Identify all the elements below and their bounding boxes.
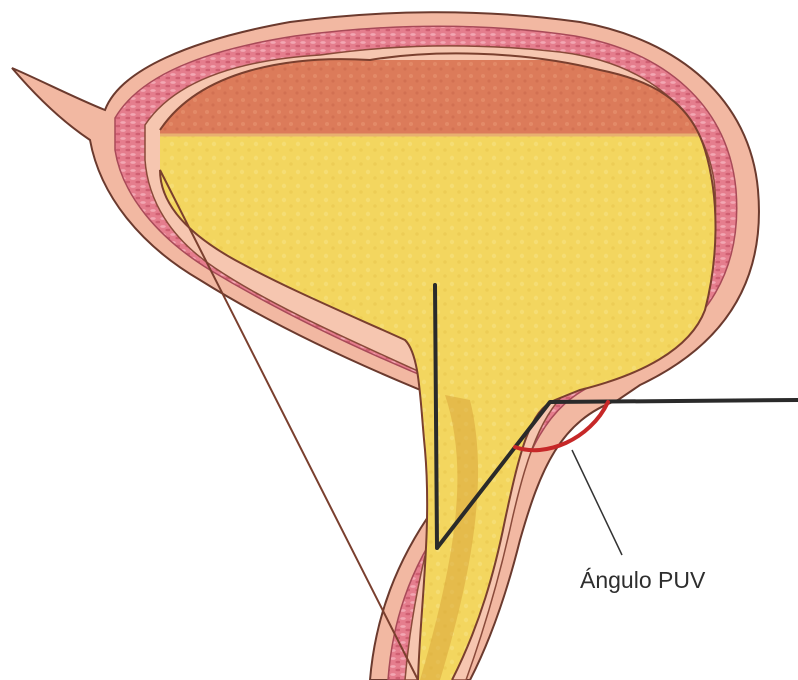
angle-vertical-line — [435, 285, 437, 548]
angle-label: Ángulo PUV — [580, 567, 706, 593]
label-leader-line — [572, 450, 622, 555]
